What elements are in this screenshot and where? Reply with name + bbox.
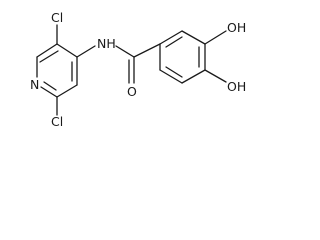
atom-o-carbonyl: O (127, 84, 137, 99)
atom-cl-bottom: Cl (51, 114, 63, 129)
bond (39, 50, 59, 63)
atom-oh-top: OH (227, 20, 246, 35)
bond-inner (165, 66, 183, 78)
bond-c-nh (76, 45, 96, 58)
benzene-ring (159, 30, 206, 84)
bond-nh-c (115, 45, 135, 58)
molecule-drawing: Cl N Cl NH O OH OH (30, 10, 246, 129)
bond (56, 43, 78, 58)
pyridine-ring (36, 43, 78, 98)
bond-c-oh-middle (204, 69, 227, 83)
bond-inner (165, 36, 183, 48)
bond (181, 69, 206, 84)
bond-c-aryl (133, 43, 161, 58)
bond (36, 43, 58, 58)
bond (43, 81, 57, 91)
atom-n-pyridine: N (30, 77, 39, 92)
bond (56, 84, 78, 98)
atom-nh: NH (97, 36, 116, 51)
bond (181, 30, 206, 45)
bond (159, 30, 183, 45)
structure-diagram: Cl N Cl NH O OH OH (30, 10, 246, 129)
atom-cl-top: Cl (51, 10, 63, 25)
atom-oh-middle: OH (227, 79, 246, 94)
bond (159, 69, 183, 84)
bond-c-oh-top (204, 30, 227, 45)
bond (40, 86, 58, 98)
